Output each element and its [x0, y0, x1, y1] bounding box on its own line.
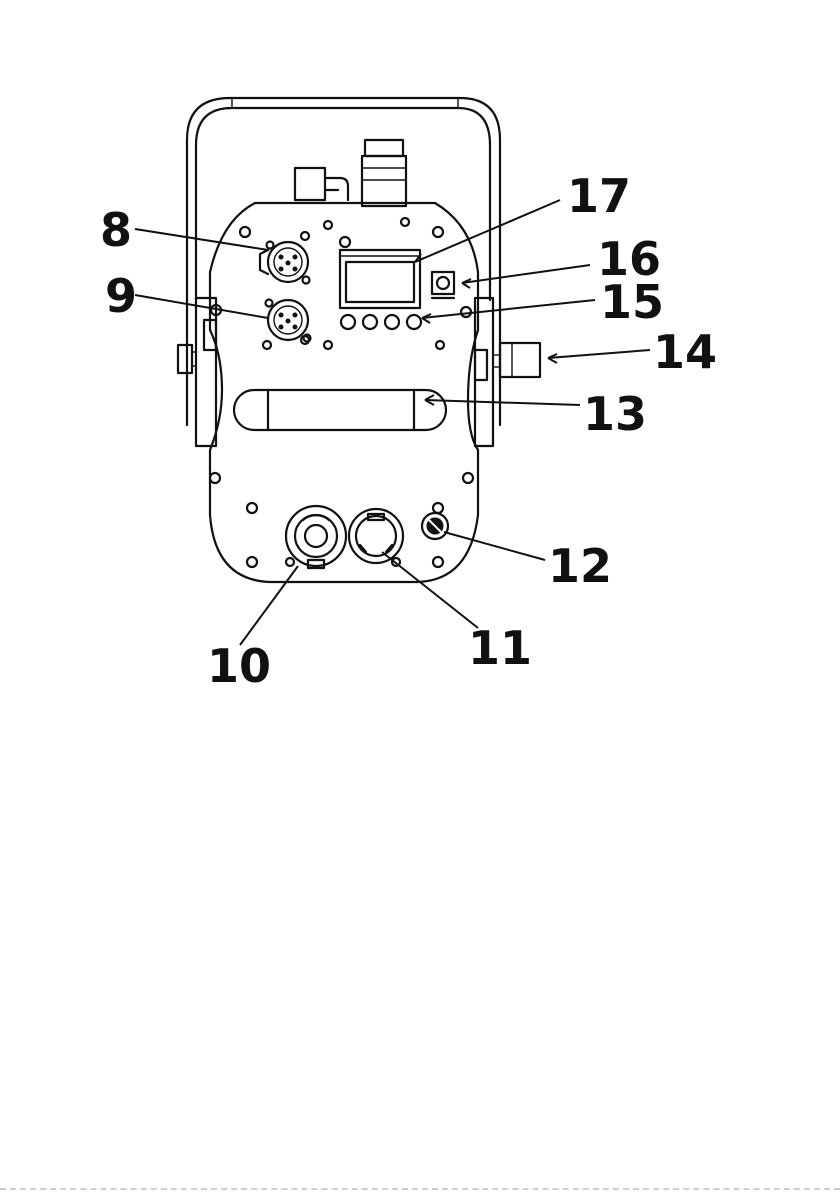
callout-12: 12: [548, 539, 612, 593]
fuse-holder-icon: [422, 513, 448, 539]
handle-icon: [234, 390, 446, 430]
callout-9: 9: [105, 269, 137, 323]
callout-10: 10: [207, 639, 271, 693]
yoke-bracket: [187, 98, 500, 425]
right-side-lock: [475, 298, 540, 446]
callout-14: 14: [653, 325, 717, 379]
callout-17: 17: [567, 169, 631, 223]
power-out-connector-icon: [349, 509, 403, 566]
dmx-in-connector-icon: [260, 242, 310, 284]
callout-16: 16: [597, 232, 661, 286]
left-side-lock: [178, 298, 216, 446]
callout-11: 11: [468, 621, 532, 675]
page-bottom-rule: [0, 1188, 840, 1190]
lcd-display-icon: [340, 250, 420, 308]
reset-button-icon: [432, 272, 454, 298]
status-led-icon: [340, 237, 350, 247]
callout-8: 8: [100, 203, 132, 257]
control-buttons-icon: [341, 315, 421, 329]
dmx-out-connector-icon: [266, 300, 311, 342]
callout-13: 13: [583, 387, 647, 441]
power-in-connector-icon: [286, 506, 346, 568]
top-fittings: [295, 140, 406, 206]
